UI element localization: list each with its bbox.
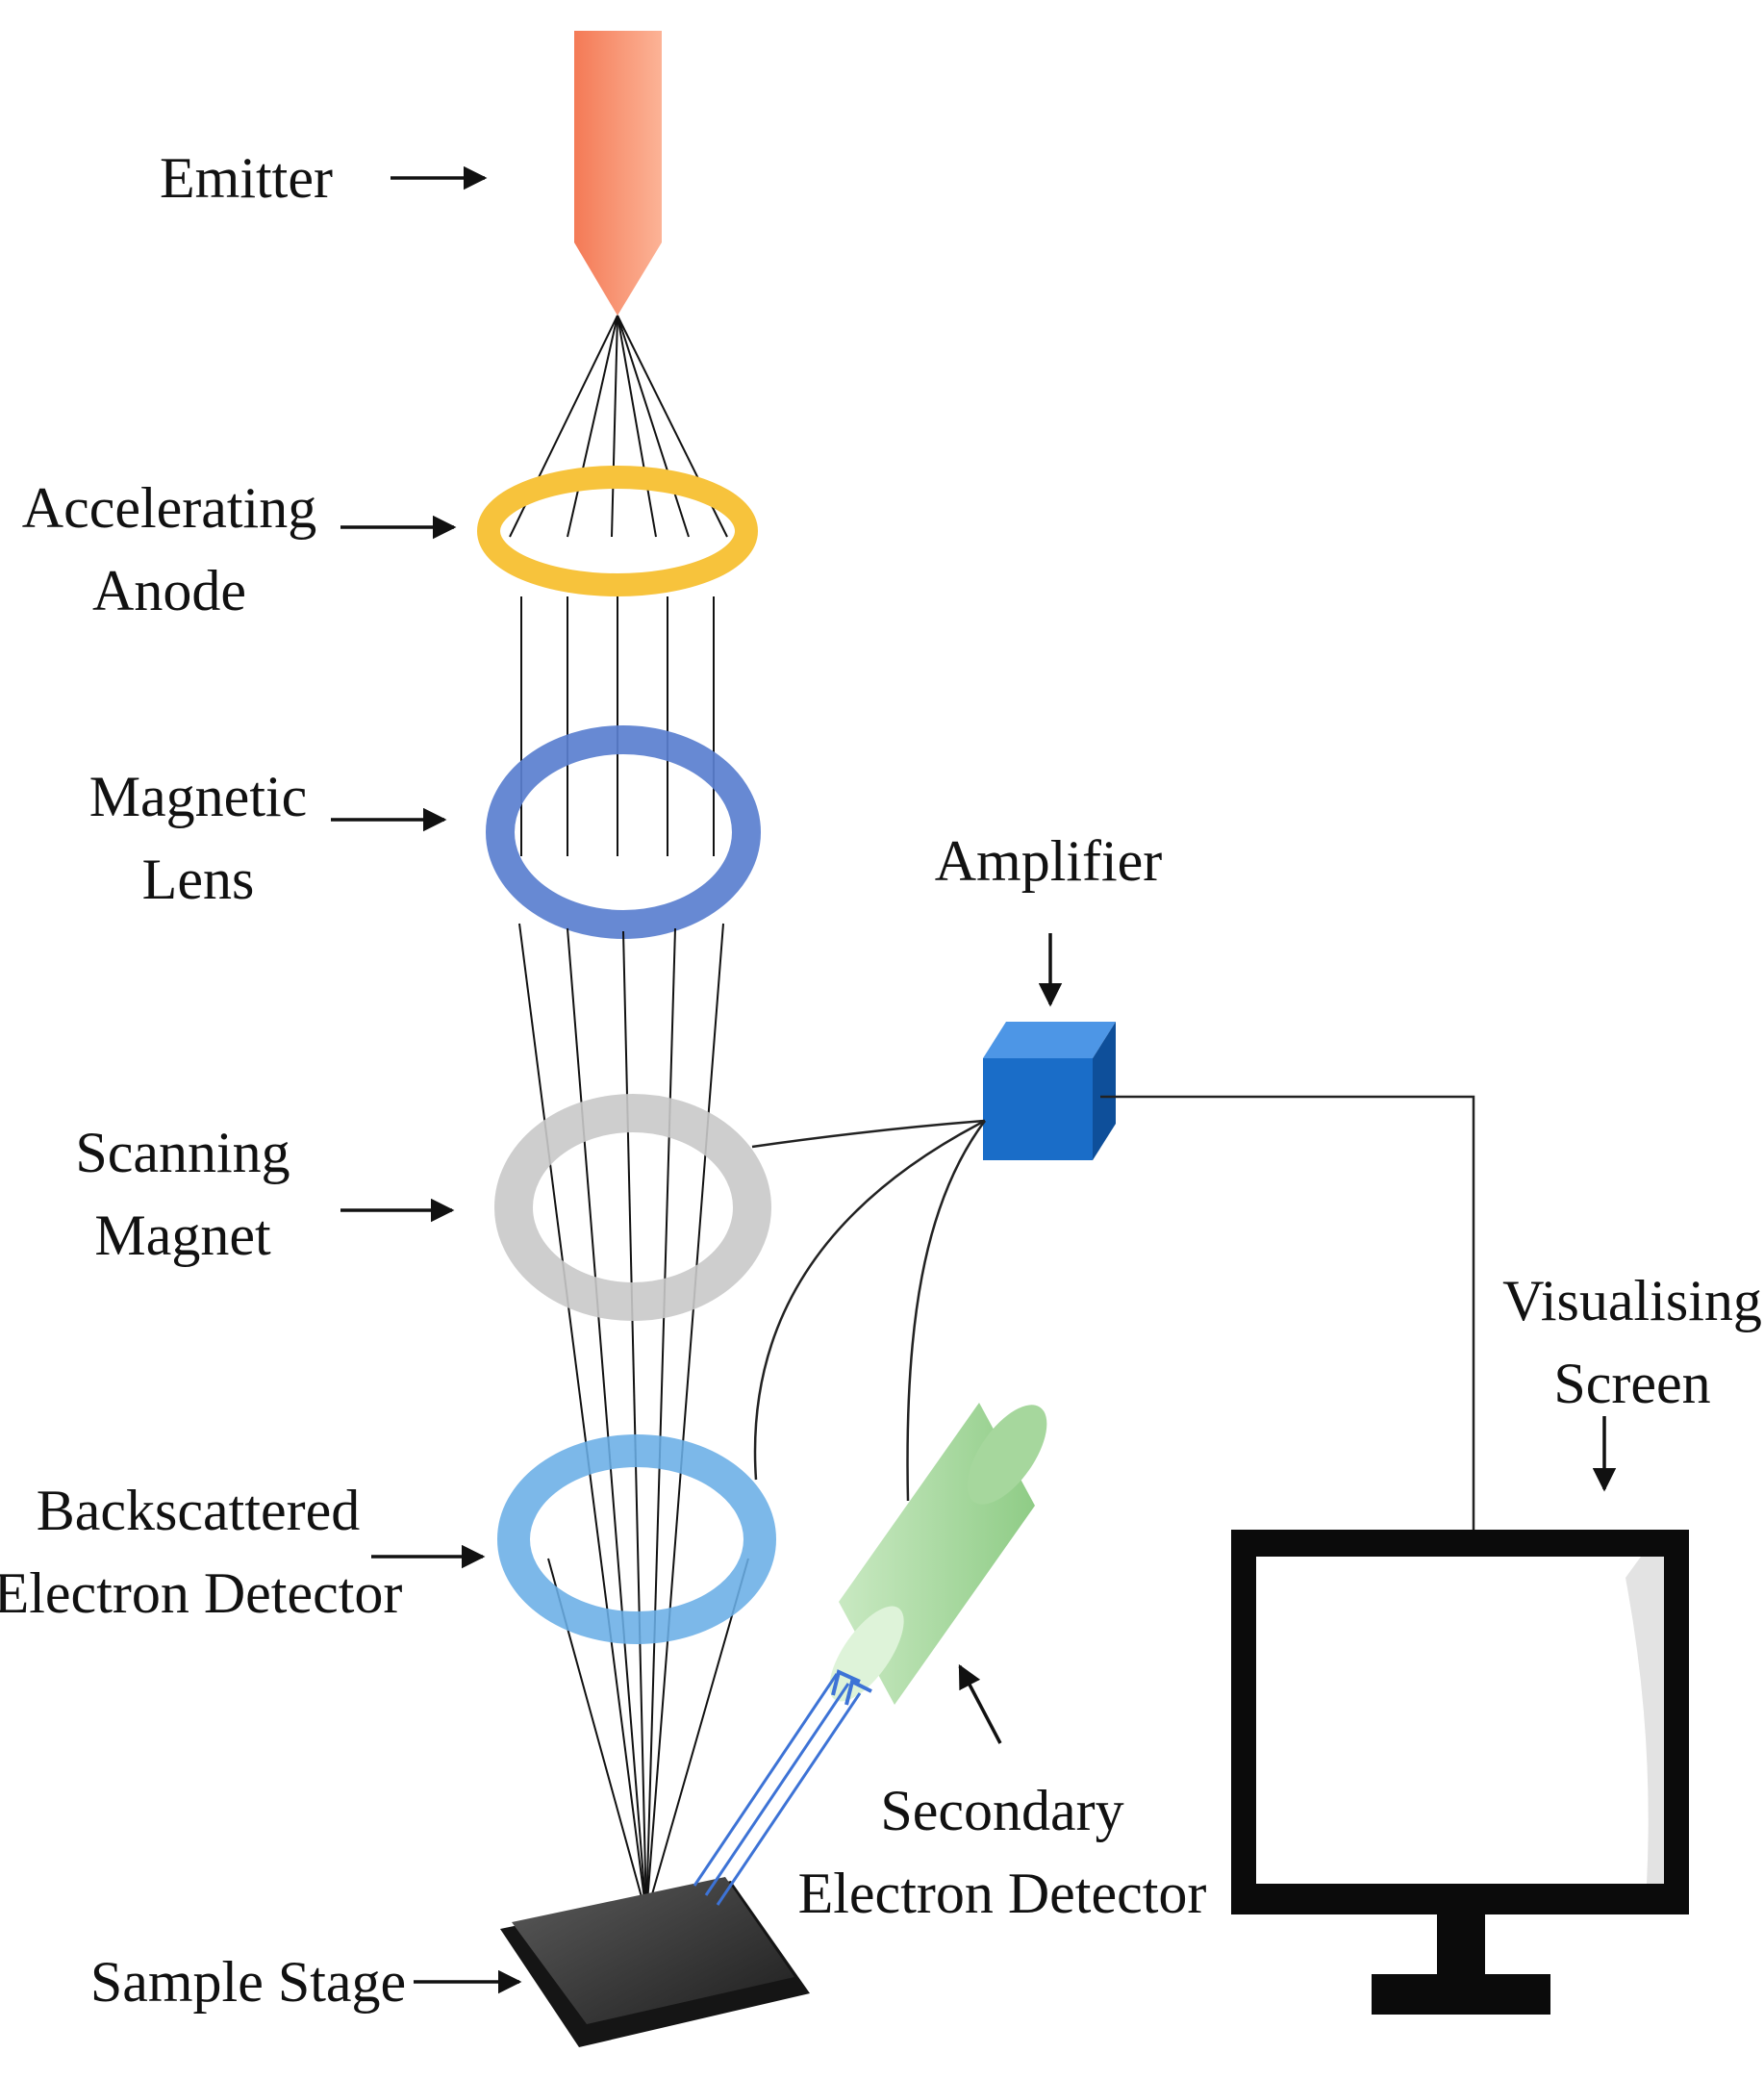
- label-lens-line1: Magnetic: [89, 765, 308, 828]
- pointer-arrows: [331, 165, 1617, 1994]
- secondary-electron-rays: [693, 1669, 872, 1906]
- sample-stage: [500, 1877, 810, 2047]
- label-stage: Sample Stage: [90, 1950, 406, 2014]
- amplifier-box: [983, 1022, 1116, 1160]
- beam-converging: [518, 923, 749, 1915]
- label-bse-line2: Electron Detector: [0, 1561, 402, 1625]
- label-emitter: Emitter: [160, 146, 333, 210]
- label-se-line2: Electron Detector: [798, 1862, 1207, 1925]
- label-lens-line2: Lens: [142, 848, 255, 911]
- emitter-shape: [574, 31, 662, 316]
- magnetic-lens: [486, 725, 761, 939]
- scanning-magnet: [494, 1094, 771, 1321]
- arrow-se: [958, 1663, 1002, 1744]
- backscattered-detector: [497, 1434, 776, 1644]
- label-anode-line1: Accelerating: [22, 476, 316, 540]
- label-screen-line2: Screen: [1553, 1352, 1710, 1415]
- label-screen-line1: Visualising: [1502, 1269, 1762, 1332]
- label-amplifier: Amplifier: [935, 829, 1163, 893]
- label-scan-line2: Magnet: [94, 1204, 271, 1267]
- accelerating-anode: [477, 466, 758, 596]
- label-anode-line2: Anode: [92, 559, 246, 622]
- label-scan-line1: Scanning: [75, 1121, 290, 1184]
- visualising-screen: [1231, 1530, 1689, 2015]
- signal-wires: [751, 1095, 1475, 1549]
- label-bse-line1: Backscattered: [37, 1479, 360, 1542]
- beam-fan-top: [509, 315, 728, 538]
- secondary-detector: [829, 1403, 1047, 1705]
- label-se-line1: Secondary: [880, 1779, 1123, 1842]
